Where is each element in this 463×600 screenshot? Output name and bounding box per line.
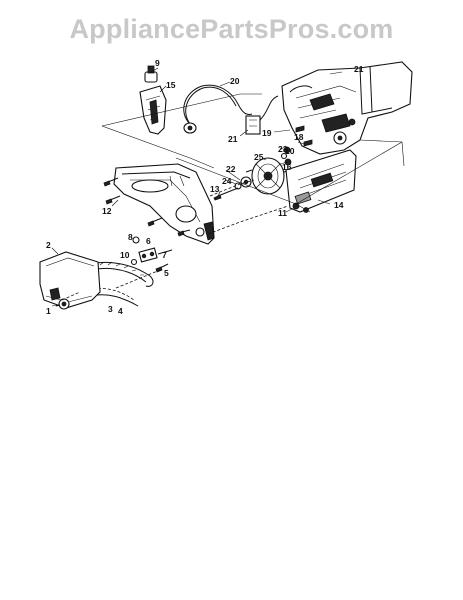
frame-screws-part[interactable] xyxy=(103,177,191,237)
callout-18: 18 xyxy=(294,132,304,142)
callout-20: 20 xyxy=(230,76,240,86)
callout-16: 16 xyxy=(282,162,292,172)
side-cover-part[interactable] xyxy=(285,149,357,213)
power-cord-part[interactable] xyxy=(183,84,253,134)
callout-10-left: 10 xyxy=(120,250,130,260)
leader-lines xyxy=(51,67,343,307)
bar-cover-part[interactable] xyxy=(39,251,101,309)
callout-1: 1 xyxy=(46,306,51,316)
assembly-guide-lines xyxy=(61,93,405,301)
switch-part[interactable] xyxy=(245,95,279,135)
callout-3: 3 xyxy=(108,304,113,314)
callout-5: 5 xyxy=(164,268,169,278)
callout-22: 22 xyxy=(226,164,236,174)
callout-4: 4 xyxy=(118,306,123,316)
watermark-text: AppliancePartsPros.com xyxy=(69,14,394,44)
motor-housing-part[interactable] xyxy=(281,61,413,155)
callout-12: 12 xyxy=(102,206,112,216)
callout-6: 6 xyxy=(146,236,151,246)
callout-21-top: 21 xyxy=(354,64,364,74)
callout-24: 24 xyxy=(222,176,232,186)
callout-13: 13 xyxy=(210,184,220,194)
chain-tensioner-part[interactable] xyxy=(130,236,173,273)
callout-labels: 9 15 20 21 21 19 18 10 23 16 25 22 24 13… xyxy=(46,58,364,316)
callout-11: 11 xyxy=(278,208,287,218)
callout-25: 25 xyxy=(254,152,264,162)
callout-15: 15 xyxy=(166,80,176,90)
oil-tank-part[interactable] xyxy=(139,85,167,135)
callout-19: 19 xyxy=(262,128,272,138)
callout-10-right: 10 xyxy=(285,146,295,156)
screw-set-part[interactable] xyxy=(280,125,313,166)
oil-cap-part[interactable] xyxy=(144,65,158,83)
callout-21-left: 21 xyxy=(228,134,238,144)
callout-7: 7 xyxy=(162,250,167,260)
callout-9: 9 xyxy=(155,58,160,68)
callout-2: 2 xyxy=(46,240,51,250)
callout-8: 8 xyxy=(128,232,133,242)
callout-23: 23 xyxy=(278,144,288,154)
callout-14: 14 xyxy=(334,200,344,210)
chain-bar-frame-part[interactable] xyxy=(113,163,215,245)
